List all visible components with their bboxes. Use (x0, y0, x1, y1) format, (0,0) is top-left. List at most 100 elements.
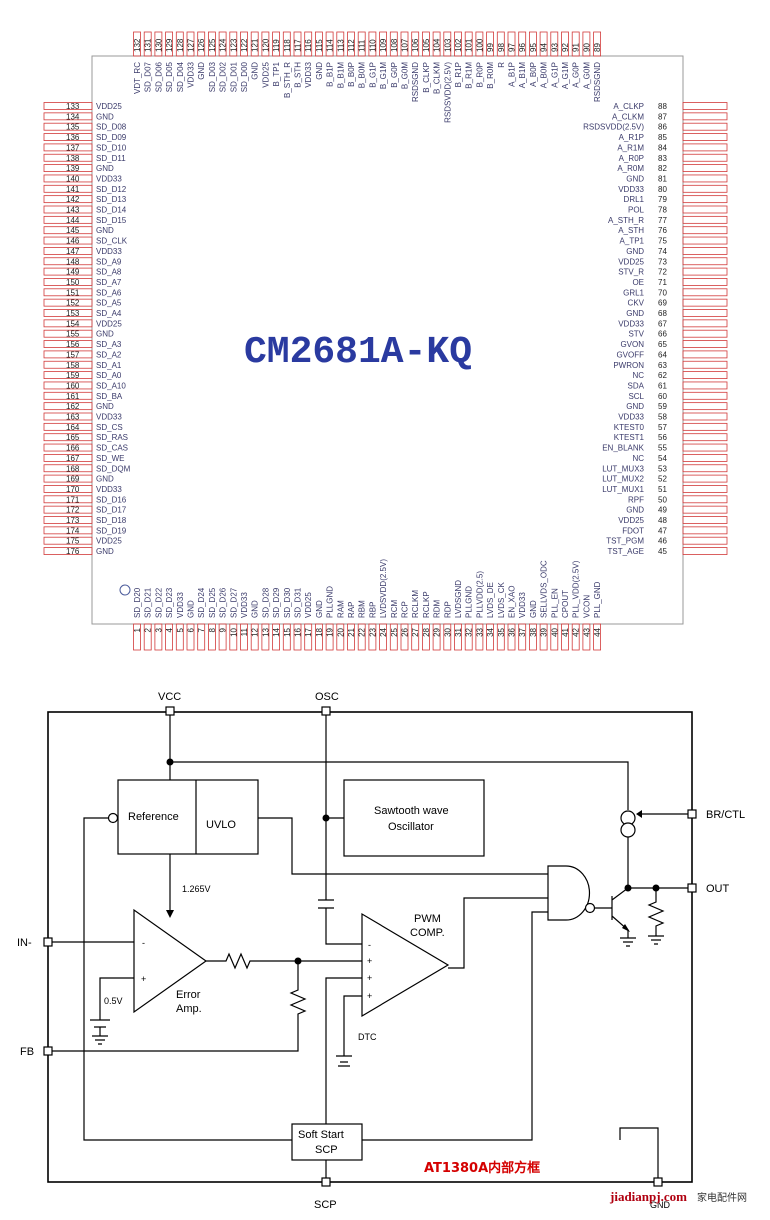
uvlo-to-gate-wire (258, 817, 548, 875)
pin-label: SD_D30 (283, 587, 292, 618)
pin-lead (682, 319, 728, 328)
pin-label: RAM (336, 600, 345, 618)
pin-lead (43, 319, 93, 328)
pin-number: 27 (411, 627, 420, 636)
pin-lead (682, 536, 728, 545)
feedback-resistor (52, 961, 307, 1052)
pin-label: GND (251, 62, 260, 80)
pin-lead (43, 246, 93, 255)
pin-label: SD_A1 (96, 361, 122, 370)
pin-label: VDD33 (176, 592, 185, 618)
pin-number: 104 (433, 38, 442, 52)
pin-lead (682, 340, 728, 348)
error-out-resistor (206, 952, 362, 970)
pin-number: 143 (66, 206, 80, 215)
pin-number: 151 (66, 288, 80, 297)
pin-number: 45 (658, 547, 667, 556)
pin-lead (496, 623, 505, 651)
pin-label: PLLGND (326, 586, 335, 618)
pin-number: 7 (197, 627, 206, 632)
pin-label: A_STH_R (608, 216, 644, 225)
pin-lead (43, 267, 93, 276)
vref-label: 1.265V (182, 884, 211, 894)
pin-lead (43, 350, 93, 359)
pin-number: 90 (582, 43, 591, 52)
pin-lead (682, 495, 728, 504)
pin-lead (304, 623, 313, 651)
pin-label: VCON (582, 595, 591, 618)
pin-lead (304, 31, 313, 57)
pin-lead (43, 226, 93, 235)
pin-label: GND (626, 309, 644, 318)
pin-lead (432, 31, 441, 57)
pin-lead (682, 526, 728, 535)
pin-lead (682, 102, 728, 110)
pin-number: 105 (422, 38, 431, 52)
pin-label: VDD25 (96, 102, 122, 111)
pin-lead (682, 143, 728, 152)
pin-number: 111 (358, 39, 367, 52)
pin-label: VDD33 (618, 319, 644, 328)
pin-number: 41 (561, 627, 570, 636)
pin-label: VDD33 (96, 174, 122, 183)
pin-label: SD_D23 (165, 587, 174, 618)
pin-lead (357, 31, 366, 57)
pin-number: 8 (208, 627, 217, 632)
pin-label: SD_D20 (133, 587, 142, 618)
pin-lead (682, 505, 728, 514)
pin-number: 133 (66, 102, 80, 111)
pin-number: 58 (658, 413, 667, 422)
pin-number: 25 (390, 627, 399, 636)
pin-number: 12 (251, 627, 260, 636)
arrow-head (622, 924, 630, 932)
pulldown-resistor (647, 888, 665, 945)
pin-lead (43, 133, 93, 141)
pin-label: SD_D06 (154, 61, 163, 92)
pin-lead (682, 195, 728, 204)
pin-number: 157 (66, 350, 80, 359)
pin-lead (43, 329, 93, 338)
pin-lead (475, 31, 484, 57)
pin-number: 124 (219, 38, 228, 52)
pin-label: SD_D19 (96, 526, 127, 535)
pin-lead (218, 623, 227, 651)
pin-label: GND (626, 174, 644, 183)
pin-label: SDA (628, 381, 645, 390)
pin-number: 23 (368, 627, 377, 636)
pin-label: B_STH_R (283, 62, 292, 98)
pin-label: LUT_MUX3 (602, 464, 644, 473)
pin-lead (43, 184, 93, 193)
pin-lead (682, 391, 728, 400)
pin-number: 22 (358, 627, 367, 636)
pin-lead (43, 236, 93, 245)
pin-label: GND (96, 226, 114, 235)
pin-number: 60 (658, 392, 667, 401)
pin-label: VDT_RC (133, 62, 142, 94)
pin-number: 107 (401, 38, 410, 52)
pin-label: SD_D01 (229, 61, 238, 92)
pin-label: GND (626, 402, 644, 411)
pin-label: SD_RAS (96, 433, 128, 442)
pwm-label-line1: PWM (414, 913, 441, 925)
pin-lead (43, 215, 93, 224)
pin-number: 77 (658, 216, 667, 225)
pin-number: 94 (540, 43, 549, 52)
pin-number: 63 (658, 361, 667, 370)
arrow-head (166, 910, 174, 918)
pin-lead (165, 623, 174, 651)
pin-box-gnd (653, 1177, 663, 1187)
pin-number: 89 (593, 43, 602, 52)
pin-number: 37 (518, 627, 527, 636)
pin-lead (400, 31, 409, 57)
pin-number: 52 (658, 475, 667, 484)
pin-label: RSDSVDD(2.5V) (583, 123, 644, 132)
pin-number: 162 (66, 402, 80, 411)
pin-number: 5 (176, 627, 185, 632)
pin-lead (432, 623, 441, 651)
pin-label: LVDS_CK (497, 581, 506, 618)
pin-label: SD_D13 (96, 195, 127, 204)
pin-label: POL (628, 206, 645, 215)
pin-lead (43, 516, 93, 524)
pin-number: 155 (66, 330, 80, 339)
pin-number: 24 (379, 627, 388, 636)
